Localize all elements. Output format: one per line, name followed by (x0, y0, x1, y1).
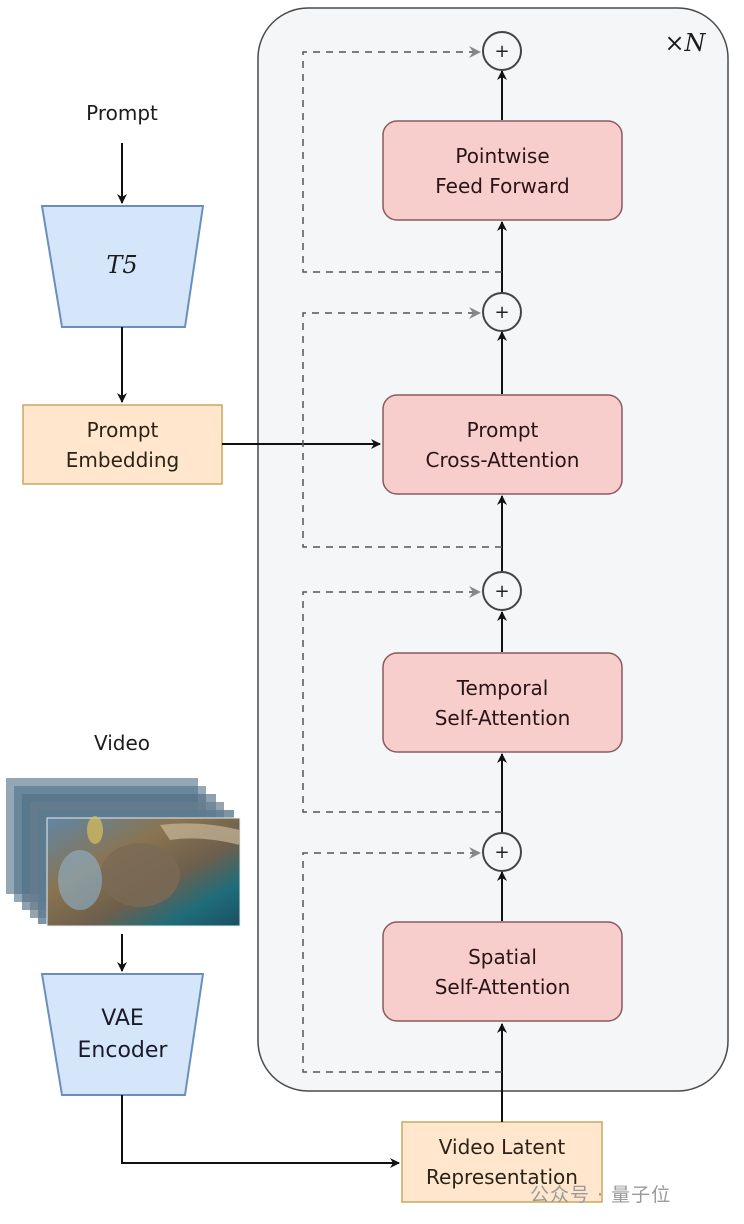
video-latent-line1: Video Latent (438, 1135, 566, 1159)
repeat-n-label: ×N (664, 29, 706, 57)
add-node-temporal: + (482, 571, 522, 611)
spatial-line2: Self-Attention (434, 974, 571, 999)
spatial-line1: Spatial (468, 944, 537, 969)
vae-line1: VAE (101, 1006, 144, 1031)
transformer-block-container (257, 7, 729, 1092)
vae-line2: Encoder (77, 1038, 168, 1063)
layer-prompt-cross-attention[interactable] (382, 394, 623, 495)
arrow-vae-to-latent (121, 1095, 400, 1168)
temporal-label: Temporal Self-Attention (383, 653, 622, 752)
prompt-input-label: Prompt (86, 101, 158, 125)
cross-attention-label: Prompt Cross-Attention (383, 395, 622, 494)
add-node-cross: + (482, 292, 522, 332)
temporal-line1: Temporal (456, 675, 549, 700)
layer-spatial-self-attention[interactable] (382, 921, 623, 1022)
residual-ffn (302, 46, 502, 273)
watermark: 公众号 · 量子位 (530, 1184, 672, 1206)
add-node-ffn: + (482, 31, 522, 71)
plus-icon: + (494, 581, 509, 602)
prompt-embedding-line1: Prompt (86, 417, 159, 442)
ffn-line1: Pointwise (455, 143, 550, 168)
video-latent-label: Video Latent Representation (402, 1122, 602, 1202)
vae-encoder-label: VAE Encoder (42, 995, 203, 1075)
add-node-spatial: + (482, 832, 522, 872)
video-input-label: Video (93, 731, 151, 755)
temporal-line2: Self-Attention (434, 705, 571, 730)
residual-temporal (302, 586, 502, 813)
vae-encoder[interactable] (40, 973, 205, 1096)
layer-temporal-self-attention[interactable] (382, 652, 623, 753)
plus-icon: + (494, 302, 509, 323)
cross-line2: Cross-Attention (425, 447, 580, 472)
video-latent-line2: Representation (426, 1165, 578, 1189)
spatial-label: Spatial Self-Attention (383, 922, 622, 1021)
prompt-embedding-line2: Embedding (65, 447, 180, 472)
residual-cross-attention (302, 307, 502, 548)
layer-pointwise-feed-forward[interactable] (382, 120, 623, 221)
t5-encoder[interactable] (40, 205, 205, 328)
video-frames (6, 778, 241, 927)
t5-label: T5 (106, 251, 138, 279)
prompt-embedding-label: Prompt Embedding (23, 405, 222, 484)
ffn-label: Pointwise Feed Forward (383, 121, 622, 220)
plus-icon: + (494, 842, 509, 863)
plus-icon: + (494, 41, 509, 62)
ffn-line2: Feed Forward (435, 173, 570, 198)
video-latent-box[interactable] (401, 1121, 603, 1203)
cross-line1: Prompt (466, 417, 539, 442)
